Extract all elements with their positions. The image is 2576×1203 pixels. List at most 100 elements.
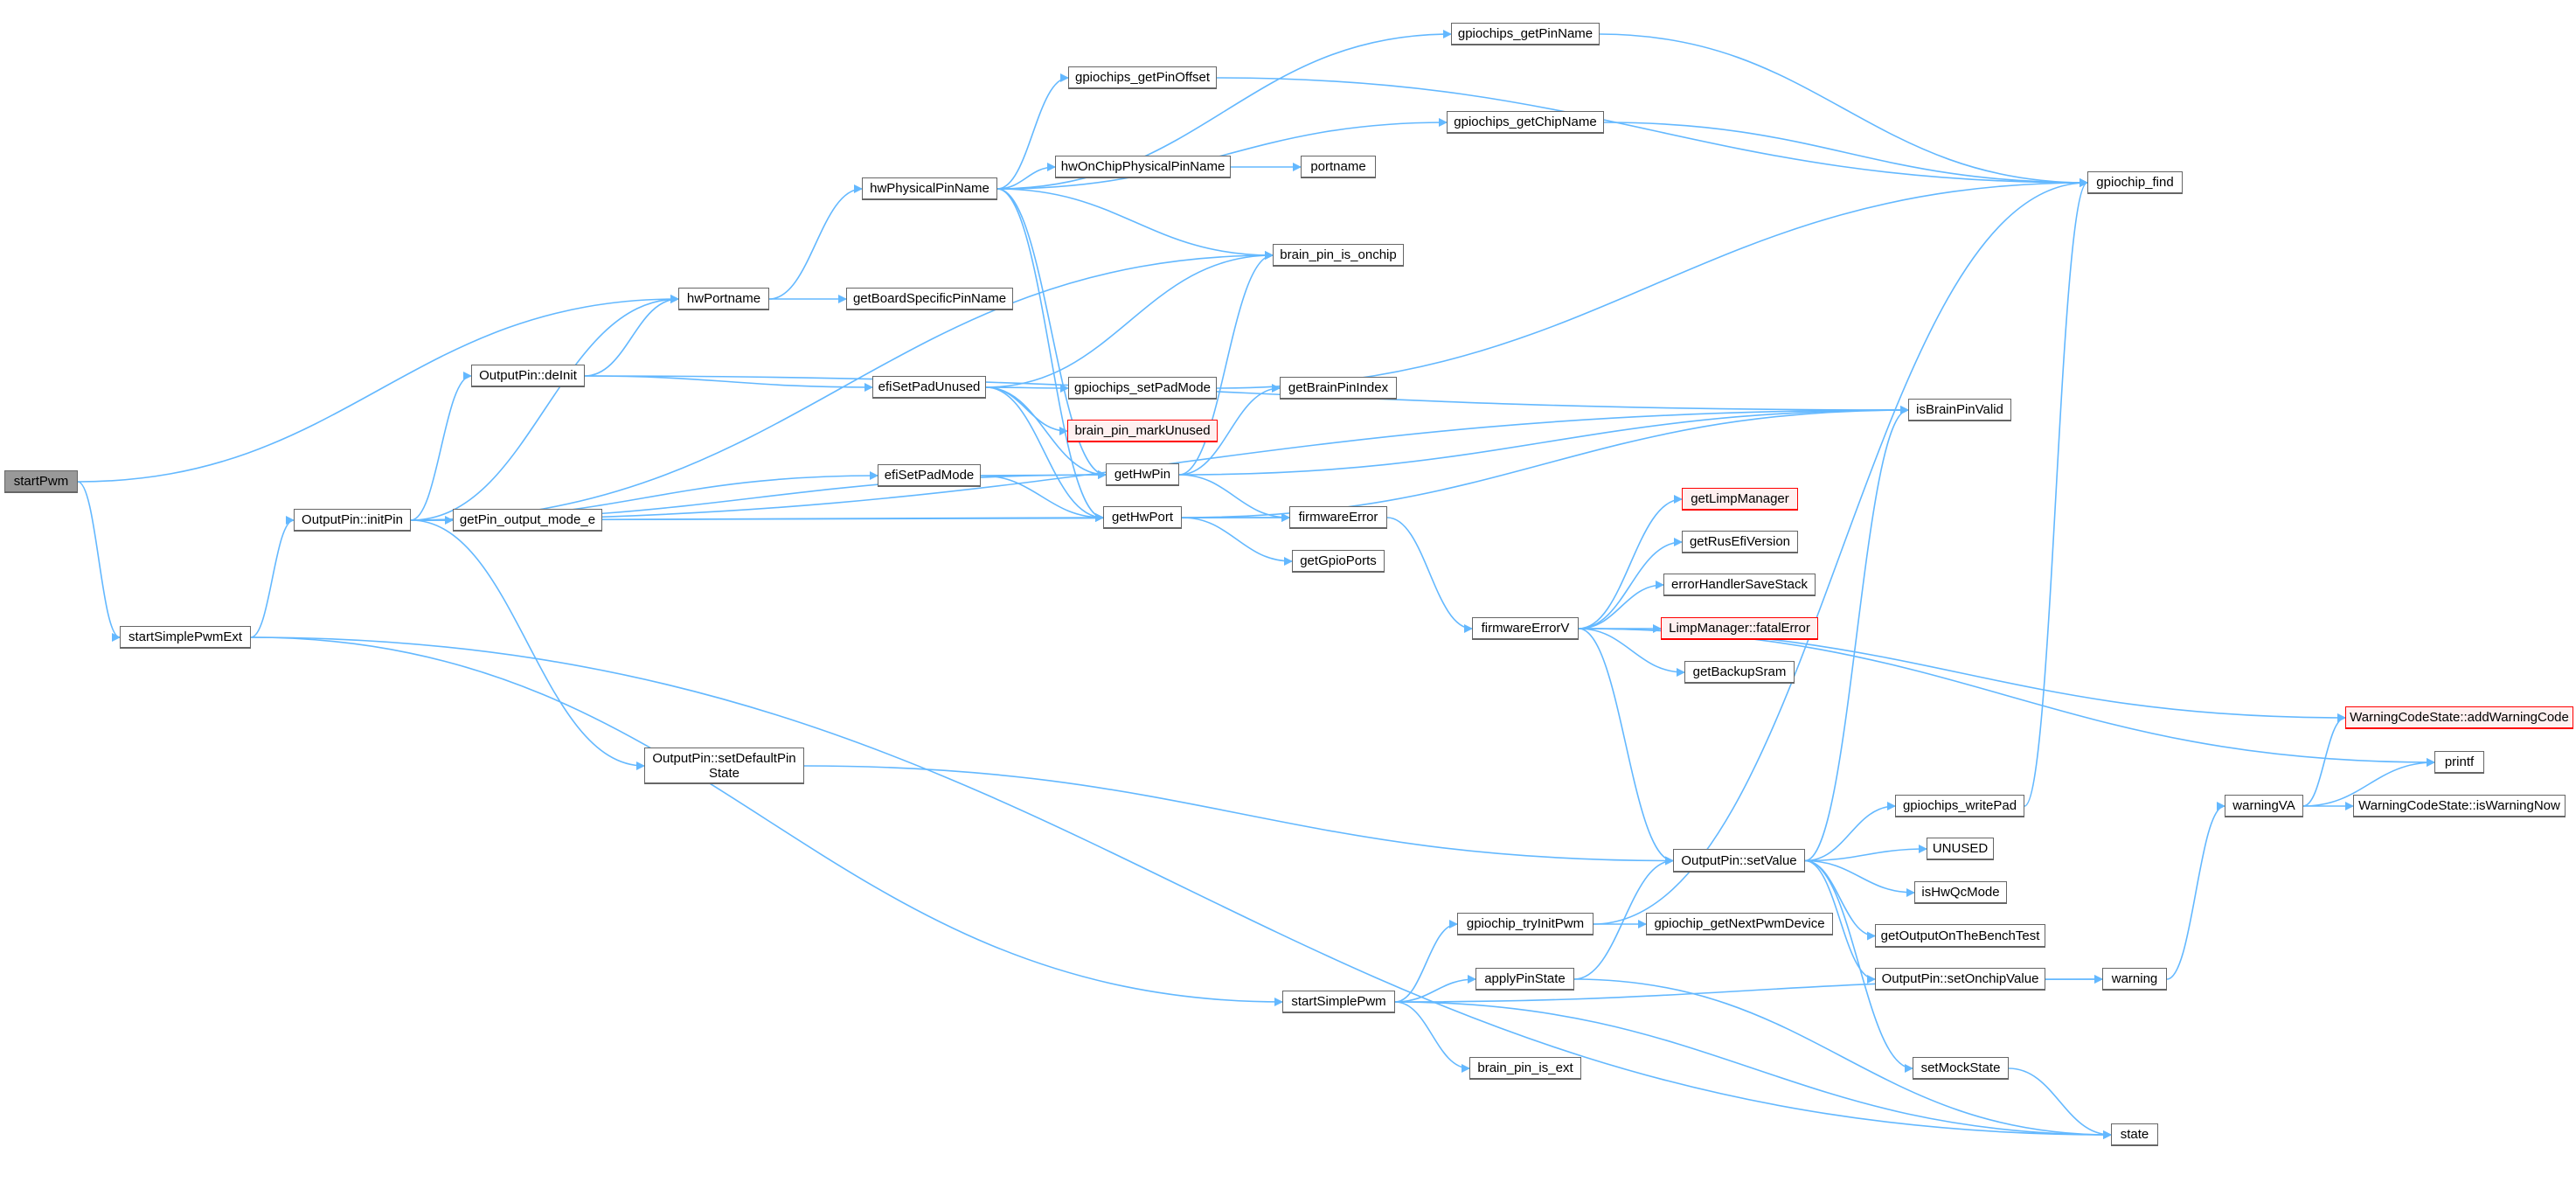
node-applyPinState[interactable]: applyPinState xyxy=(1475,968,1574,991)
edge-efiSetPadUnused-to-brain_pin_is_onchip xyxy=(985,251,1274,388)
node-setMockState[interactable]: setMockState xyxy=(1913,1057,2009,1080)
node-hwOnChipPhysicalPinName[interactable]: hwOnChipPhysicalPinName xyxy=(1055,156,1231,178)
node-getLimpManager[interactable]: getLimpManager xyxy=(1682,488,1798,511)
edge-setDefaultPinState-to-setValue xyxy=(803,765,1674,866)
node-warningVA[interactable]: warningVA xyxy=(2225,795,2303,817)
node-startPwm: startPwm xyxy=(4,470,78,493)
edge-setValue-to-UNUSED xyxy=(1804,845,1927,862)
edge-firmwareError-to-firmwareErrorV xyxy=(1386,517,1473,633)
edge-applyPinState-to-setValue xyxy=(1573,856,1674,980)
node-gpiochips_getChipName[interactable]: gpiochips_getChipName xyxy=(1447,111,1604,134)
node-printf[interactable]: printf xyxy=(2434,751,2484,774)
node-brain_pin_is_onchip[interactable]: brain_pin_is_onchip xyxy=(1273,244,1404,267)
node-gpiochip_find[interactable]: gpiochip_find xyxy=(2087,171,2183,194)
node-portname[interactable]: portname xyxy=(1301,156,1376,178)
node-getPin_output_mode_e[interactable]: getPin_output_mode_e xyxy=(453,509,602,532)
edge-hwPhysicalPinName-to-getHwPort xyxy=(996,188,1104,522)
node-setValue[interactable]: OutputPin::setValue xyxy=(1673,849,1805,873)
node-getBoardSpecificPinName[interactable]: getBoardSpecificPinName xyxy=(846,288,1013,310)
node-isHwQcMode[interactable]: isHwQcMode xyxy=(1914,881,2007,904)
node-gpiochips_getPinName[interactable]: gpiochips_getPinName xyxy=(1451,23,1600,45)
edge-hwPortname-to-hwPhysicalPinName xyxy=(768,184,863,300)
node-getRusEfiVersion[interactable]: getRusEfiVersion xyxy=(1682,531,1798,553)
node-getHwPort[interactable]: getHwPort xyxy=(1103,506,1182,529)
node-fatalError[interactable]: LimpManager::fatalError xyxy=(1661,617,1818,640)
node-startSimplePwm[interactable]: startSimplePwm xyxy=(1282,991,1395,1013)
edge-firmwareErrorV-to-printf xyxy=(1578,628,2435,767)
edge-startPwm-to-hwPortname xyxy=(77,295,679,483)
edge-firmwareErrorV-to-getRusEfiVersion xyxy=(1578,538,1683,629)
edge-deInit-to-isBrainPinValid xyxy=(584,375,1909,414)
edge-efiSetPadUnused-to-brain_pin_markUnused xyxy=(985,386,1068,435)
edge-hwPhysicalPinName-to-getHwPin xyxy=(996,188,1107,479)
node-getBackupSram[interactable]: getBackupSram xyxy=(1684,661,1795,684)
edge-startSimplePwm-to-state xyxy=(1394,1001,2112,1139)
node-gpiochips_getPinOffset[interactable]: gpiochips_getPinOffset xyxy=(1068,66,1217,89)
node-isBrainPinValid[interactable]: isBrainPinValid xyxy=(1908,399,2011,421)
edge-getHwPin-to-getBrainPinIndex xyxy=(1178,384,1281,476)
edge-gpiochips_setPadMode-to-gpiochip_find xyxy=(1216,178,2088,389)
node-gpiochip_getNextPwmDevice[interactable]: gpiochip_getNextPwmDevice xyxy=(1646,913,1833,935)
edge-hwPhysicalPinName-to-gpiochips_getPinName xyxy=(996,30,1452,190)
node-brain_pin_is_ext[interactable]: brain_pin_is_ext xyxy=(1469,1057,1581,1080)
edge-hwPhysicalPinName-to-brain_pin_is_onchip xyxy=(996,188,1274,260)
node-firmwareErrorV[interactable]: firmwareErrorV xyxy=(1472,617,1579,640)
node-isWarningNow[interactable]: WarningCodeState::isWarningNow xyxy=(2353,795,2566,817)
edge-warning-to-warningVA xyxy=(2166,802,2225,980)
node-UNUSED[interactable]: UNUSED xyxy=(1927,838,1994,860)
edge-firmwareErrorV-to-getLimpManager xyxy=(1578,495,1683,629)
edge-gpiochips_getPinName-to-gpiochip_find xyxy=(1599,33,2088,187)
edge-setValue-to-gpiochips_writePad xyxy=(1804,802,1896,862)
edge-gpiochips_getChipName-to-gpiochip_find xyxy=(1603,122,2088,187)
node-efiSetPadUnused[interactable]: efiSetPadUnused xyxy=(872,376,986,399)
node-efiSetPadMode[interactable]: efiSetPadMode xyxy=(878,464,981,487)
edge-setValue-to-setMockState xyxy=(1804,859,1913,1073)
edge-firmwareErrorV-to-getBackupSram xyxy=(1578,628,1685,677)
node-initPin[interactable]: OutputPin::initPin xyxy=(294,509,411,532)
edge-gpiochip_tryInitPwm-to-gpiochip_find xyxy=(1593,178,2088,925)
node-state[interactable]: state xyxy=(2111,1123,2158,1146)
node-getBrainPinIndex[interactable]: getBrainPinIndex xyxy=(1280,377,1397,400)
edge-getHwPort-to-getGpioPorts xyxy=(1181,517,1293,566)
edge-firmwareErrorV-to-setValue xyxy=(1578,628,1674,866)
edge-getHwPin-to-firmwareError xyxy=(1178,474,1290,522)
edge-warningVA-to-printf xyxy=(2302,758,2435,807)
edge-setValue-to-isHwQcMode xyxy=(1804,859,1915,897)
edge-startSimplePwm-to-gpiochip_tryInitPwm xyxy=(1394,920,1458,1003)
node-getGpioPorts[interactable]: getGpioPorts xyxy=(1292,550,1385,573)
node-firmwareError[interactable]: firmwareError xyxy=(1289,506,1387,529)
node-setOnchipValue[interactable]: OutputPin::setOnchipValue xyxy=(1875,968,2045,991)
node-errorHandlerSaveStack[interactable]: errorHandlerSaveStack xyxy=(1663,574,1816,596)
edge-startPwm-to-startSimplePwmExt xyxy=(77,481,121,642)
edge-startSimplePwm-to-applyPinState xyxy=(1394,975,1476,1003)
node-hwPhysicalPinName[interactable]: hwPhysicalPinName xyxy=(862,177,997,200)
edge-getHwPort-to-isBrainPinValid xyxy=(1181,406,1909,518)
node-warning[interactable]: warning xyxy=(2102,968,2167,991)
node-addWarningCode[interactable]: WarningCodeState::addWarningCode xyxy=(2345,706,2573,729)
edge-warningVA-to-addWarningCode xyxy=(2302,713,2346,807)
edge-initPin-to-setDefaultPinState xyxy=(410,519,645,770)
edge-setValue-to-isBrainPinValid xyxy=(1804,406,1909,862)
edge-efiSetPadMode-to-getHwPin xyxy=(980,470,1107,480)
node-getOutputOnTheBenchTest[interactable]: getOutputOnTheBenchTest xyxy=(1875,924,2045,948)
node-brain_pin_markUnused[interactable]: brain_pin_markUnused xyxy=(1067,420,1218,442)
node-setDefaultPinState[interactable]: OutputPin::setDefaultPin State xyxy=(644,748,804,784)
edge-setValue-to-setOnchipValue xyxy=(1804,859,1876,984)
edge-gpiochips_getPinOffset-to-gpiochip_find xyxy=(1216,77,2088,187)
node-gpiochips_writePad[interactable]: gpiochips_writePad xyxy=(1895,795,2024,817)
edge-hwPhysicalPinName-to-gpiochips_getPinOffset xyxy=(996,73,1069,190)
edge-applyPinState-to-state xyxy=(1573,978,2112,1139)
edge-efiSetPadUnused-to-gpiochips_setPadMode xyxy=(985,383,1069,393)
node-deInit[interactable]: OutputPin::deInit xyxy=(471,365,585,387)
edge-deInit-to-hwPortname xyxy=(584,295,679,377)
node-gpiochip_tryInitPwm[interactable]: gpiochip_tryInitPwm xyxy=(1457,913,1594,935)
edge-initPin-to-hwPortname xyxy=(410,295,679,521)
node-startSimplePwmExt[interactable]: startSimplePwmExt xyxy=(120,626,251,649)
edge-initPin-to-deInit xyxy=(410,372,472,521)
node-getHwPin[interactable]: getHwPin xyxy=(1106,463,1179,486)
edge-setMockState-to-state xyxy=(2008,1067,2112,1139)
node-hwPortname[interactable]: hwPortname xyxy=(678,288,769,310)
node-gpiochips_setPadMode[interactable]: gpiochips_setPadMode xyxy=(1068,377,1217,400)
edge-startSimplePwmExt-to-startSimplePwm xyxy=(250,636,1283,1006)
